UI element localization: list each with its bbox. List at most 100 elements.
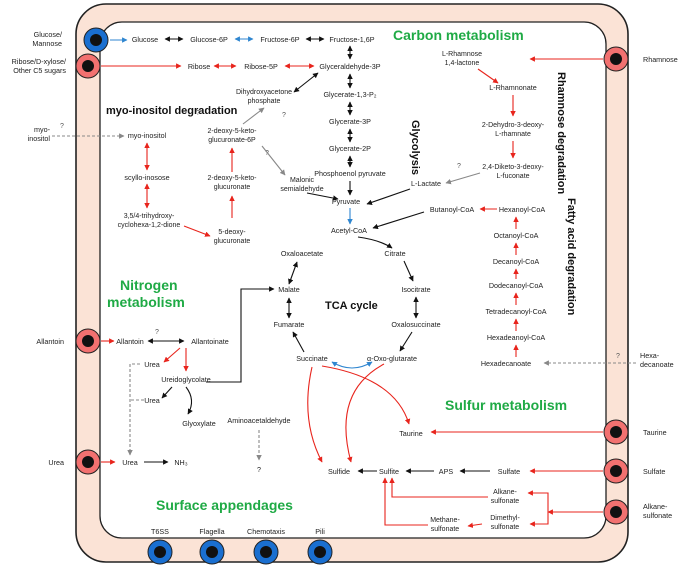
external-alkane-line1: Alkane- [643, 502, 668, 511]
section-tca-cycle: TCA cycle [325, 300, 378, 312]
metabolite-allantoin: Allantoin [116, 337, 144, 346]
inner-membrane [99, 21, 607, 539]
question-mark: ? [60, 123, 64, 130]
section-sulfur-metabolism: Sulfur metabolism [445, 397, 567, 413]
section-rhamnose-degradation: Rhamnose degradation [555, 72, 567, 195]
metabolite-fructose-16p: Fructose-1,6P [329, 35, 374, 44]
question-mark: ? [265, 150, 269, 157]
external-myo-line1: myo- [34, 125, 51, 134]
section-myo-inositol-degradation: myo-inositol degradation [106, 105, 238, 117]
metabolite-dimethylsulfonate-line2: sulfonate [491, 524, 520, 531]
metabolite-oxaloacetate: Oxaloacetate [281, 249, 323, 258]
metabolite-tetradecanoyl-coa: Tetradecanoyl-CoA [485, 307, 546, 316]
metabolite-aminoacetaldehyde: Aminoacetaldehyde [227, 416, 290, 425]
external-myo-line2: inositol [28, 134, 51, 143]
metabolite-pyruvate: Pyruvate [332, 197, 360, 206]
question-mark: ? [282, 112, 286, 119]
pathway-arrows [52, 36, 636, 529]
question-mark: ? [616, 353, 620, 360]
section-glycolysis: Glycolysis [409, 120, 421, 175]
metabolite-oxalosuccinate: Oxalosuccinate [391, 320, 440, 329]
section-nitrogen-line2: metabolism [107, 294, 185, 310]
metabolite-myo-inositol: myo-inositol [128, 131, 167, 140]
metabolite-nh3: NH₃ [174, 458, 187, 467]
metabolite-urea-2: Urea [144, 396, 160, 405]
metabolite-dhap-line2: phosphate [248, 98, 281, 105]
metabolite-deoxyketo-6p-line2: glucuronate-6P [208, 137, 256, 144]
section-surface-appendages: Surface appendages [156, 497, 293, 513]
metabolite-hexadecanoyl-coa: Hexadeanoyl-CoA [487, 333, 546, 342]
metabolite-glycerate-13p2: Glycerate-1,3-P₂ [323, 90, 376, 99]
external-ribose-line2: Other C5 sugars [13, 66, 66, 75]
metabolite-malonic-line1: Malonic [290, 177, 315, 184]
metabolite-octanoyl-coa: Octanoyl-CoA [494, 231, 539, 240]
metabolite-acetyl-coa: Acetyl-CoA [331, 226, 367, 235]
metabolite-isocitrate: Isocitrate [401, 285, 430, 294]
metabolite-ureidoglycolate: Ureidoglycolate [161, 375, 211, 384]
metabolite-sulfide: Sulfide [328, 467, 350, 476]
metabolite-lrhamnonate: L-Rhamnonate [489, 83, 537, 92]
metabolite-deoxyketo-line2: glucuronate [214, 184, 251, 191]
metabolite-glycerate-3p: Glycerate-3P [329, 117, 371, 126]
metabolite-succinate: Succinate [296, 354, 328, 363]
metabolite-aps: APS [439, 467, 454, 476]
metabolite-lrhamnose-lactone-line1: L-Rhamnose [442, 51, 482, 58]
metabolite-malate: Malate [278, 285, 300, 294]
question-mark: ? [196, 110, 200, 117]
appendage-label-t6ss: T6SS [151, 527, 169, 536]
metabolite-glycerate-2p: Glycerate-2P [329, 144, 371, 153]
metabolite-deoxyketo-line1: 2-deoxy-5-keto- [207, 175, 257, 182]
metabolite-question-mark: ? [257, 465, 261, 474]
external-rhamnose: Rhamnose [643, 55, 678, 64]
metabolite-methanesulfonate-line2: sulfonate [431, 526, 460, 533]
external-ribose-line1: Ribose/D-xylose/ [12, 57, 66, 66]
metabolite-glucose: Glucose [132, 35, 158, 44]
external-sulfate: Sulfate [643, 467, 665, 476]
metabolite-decanoyl-coa: Decanoyl-CoA [493, 257, 540, 266]
metabolite-oxoglutarate: α-Oxo-glutarate [367, 354, 417, 363]
metabolite-malonic-line2: semialdehyde [280, 186, 323, 193]
external-urea: Urea [48, 458, 64, 467]
metabolite-dodecanoyl-coa: Dodecanoyl-CoA [489, 281, 544, 290]
metabolite-dhap-line1: Dihydroxyacetone [236, 89, 292, 96]
metabolite-fructose-6p: Fructose-6P [260, 35, 299, 44]
metabolite-alkanesulfonate-line2: sulfonate [491, 498, 520, 505]
metabolite-butanoyl-coa: Butanoyl-CoA [430, 205, 475, 214]
metabolite-diketo-line2: L-fuconate [496, 173, 529, 180]
metabolite-scyllo-inosose: scyllo-inosose [124, 173, 169, 182]
metabolite-deoxyketo-6p-line1: 2-deoxy-5-keto- [207, 128, 257, 135]
metabolite-5-deoxy-line2: glucuronate [214, 238, 251, 245]
metabolite-hexadecanoate: Hexadecanoate [481, 359, 531, 368]
question-mark: ? [457, 163, 461, 170]
metabolite-allantoinate: Allantoinate [191, 337, 229, 346]
metabolite-lrhamnose-lactone-line2: 1,4-lactone [445, 60, 480, 67]
metabolite-sulfate: Sulfate [498, 467, 520, 476]
metabolite-diketo-line1: 2,4-Diketo-3-deoxy- [482, 164, 544, 171]
metabolite-dimethylsulfonate-line1: Dimethyl- [490, 515, 520, 522]
external-hexa-line2: decanoate [640, 360, 674, 369]
metabolite-llactate: L-Lactate [411, 179, 441, 188]
metabolite-urea-3: Urea [122, 458, 138, 467]
metabolite-dehydro-line2: L-rhamnate [495, 131, 531, 138]
appendage-label-flagella: Flagella [199, 527, 224, 536]
metabolite-ribose: Ribose [188, 62, 210, 71]
metabolite-pep: Phosphoenol pyruvate [314, 169, 386, 178]
metabolite-citrate: Citrate [384, 249, 405, 258]
metabolite-urea-1: Urea [144, 360, 160, 369]
metabolite-fumarate: Fumarate [274, 320, 305, 329]
metabolite-hexanoyl-coa: Hexanoyl-CoA [499, 205, 546, 214]
metabolite-methanesulfonate-line1: Methane- [430, 517, 460, 524]
external-alkane-line2: sulfonate [643, 511, 672, 520]
metabolite-alkanesulfonate-line1: Alkane- [493, 489, 517, 496]
metabolite-glucose-6p: Glucose-6P [190, 35, 228, 44]
metabolite-dehydro-line1: 2-Dehydro-3-deoxy- [482, 122, 545, 129]
metabolite-sulfite: Sulfite [379, 467, 399, 476]
metabolite-trihydroxy-line1: 3,5/4-trihydroxy- [124, 213, 175, 220]
appendage-label-chemotaxis: Chemotaxis [247, 527, 285, 536]
metabolite-5-deoxy-line1: 5-deoxy- [218, 229, 246, 236]
metabolite-ribose-5p: Ribose-5P [244, 62, 278, 71]
metabolite-trihydroxy-line2: cyclohexa-1,2-dione [118, 222, 181, 229]
metabolite-g3p: Glyceraldehyde-3P [319, 62, 380, 71]
section-carbon-metabolism: Carbon metabolism [393, 27, 524, 43]
